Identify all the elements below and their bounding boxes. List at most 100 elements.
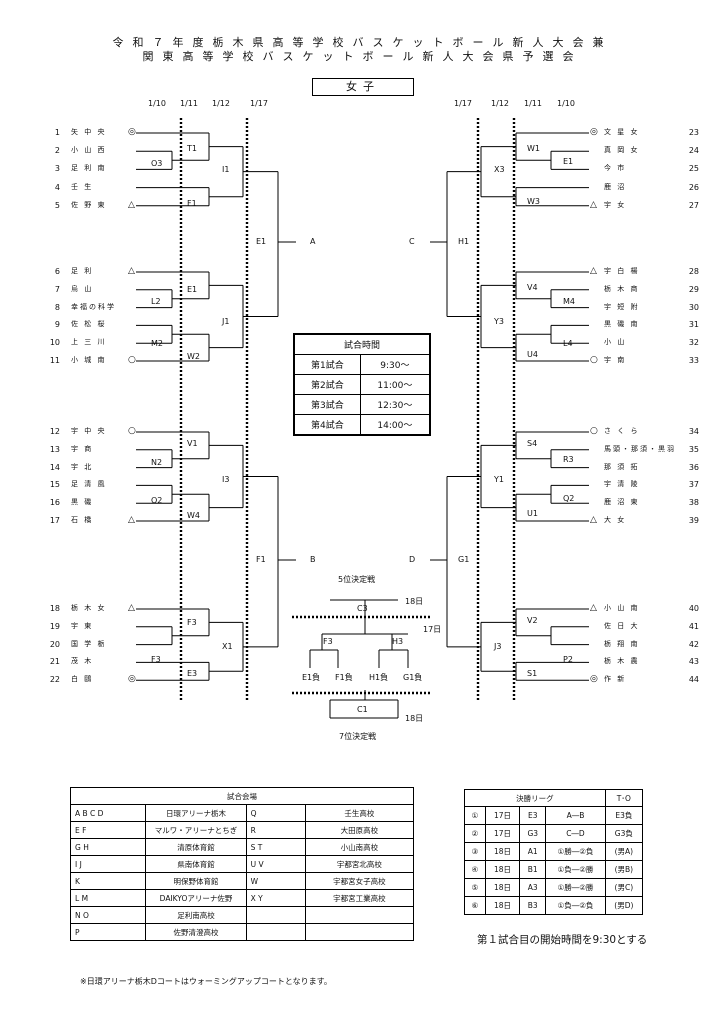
league-match: ①勝―②負 [545,842,606,861]
team-name: 足 利 [71,267,94,275]
venue-note: ※日環アリーナ栃木Dコートはウォーミングアップコートとなります。 [80,977,332,986]
date-18-b: 18日 [405,714,424,723]
league-note: 第１試合目の開始時間を9:30とする [477,934,648,946]
team-name: 作 新 [604,675,627,684]
team-name: 黒 磯 [71,498,94,507]
game-c3: C3 [357,604,368,613]
team-name: 大 女 [604,516,627,524]
team-number: 19 [49,621,60,631]
venue-name: 宇都宮女子高校 [304,872,415,890]
team-name: 栃 翔 南 [604,639,640,648]
team-number: 25 [688,164,699,174]
team-name: 小 山 西 [71,146,107,155]
game-label: E3 [187,669,198,678]
team-number: 27 [688,200,699,210]
seed-mark: ○ [128,355,136,365]
team-name: 栃 木 女 [71,604,107,612]
team-name: 国 学 栃 [71,639,107,648]
team-number: 24 [688,146,699,156]
team-name: 宇 白 楊 [604,267,640,275]
league-date: 18日 [484,896,521,915]
game-f3: F3 [323,637,333,646]
league-no: ④ [464,860,486,879]
venue-code: P [69,923,147,941]
game-label: I1 [222,165,230,174]
venue-name: 宇都宮北高校 [304,855,415,873]
game-label: O2 [151,496,163,505]
date-label-right: 1/11 [524,99,542,108]
schedule-game: 第4試合 [293,414,361,436]
team-name: 佐 松 桜 [71,320,107,329]
team-number: 20 [49,639,60,649]
seed-mark: ◎ [590,127,598,137]
team-name: 宇 商 [71,444,94,453]
team-number: 6 [54,267,60,276]
venue-code: G H [69,838,147,856]
game-label: F1 [256,555,266,564]
team-name: 鹿 沼 [604,182,627,191]
team-name: 石 橋 [71,516,94,524]
team-name: 黒 磯 南 [604,320,640,329]
team-number: 28 [688,267,699,276]
league-no: ③ [464,842,486,861]
game-label: J3 [494,642,502,651]
league-match: C―D [545,824,606,843]
seed-mark: ○ [128,426,136,436]
team-name: 上 三 川 [71,338,107,347]
league-match: ①負―②勝 [545,860,606,879]
venue-name: 足利南高校 [145,906,247,924]
league-to-cell: (男D) [604,896,644,915]
game-label: E1 [563,157,574,166]
date-label-right: 1/12 [491,99,509,108]
team-number: 9 [54,320,60,330]
date-label-right: 1/17 [454,99,472,108]
game-label: W4 [187,511,200,520]
team-name: 宇 南 [604,356,627,364]
game-label: W3 [527,197,540,206]
game-label: F3 [187,618,197,627]
venue-name: 明保野体育館 [145,872,247,890]
date-label-left: 1/11 [180,99,198,108]
team-name: 茂 木 [71,657,94,666]
team-name: 那 須 拓 [604,462,640,471]
team-number: 14 [49,462,60,472]
game-label: G1 [458,555,470,564]
team-name: 今 市 [604,164,627,173]
game-label: J1 [222,317,230,326]
league-no: ⑤ [464,878,486,897]
game-label: S1 [527,669,538,678]
schedule-time: 14:00〜 [359,414,431,436]
team-name: 真 岡 女 [604,146,640,155]
loser-f1: F1負 [335,673,353,682]
game-label: H1 [458,237,470,246]
game-label: F3 [151,655,161,664]
game-label: N2 [151,458,163,467]
league-no: ⑥ [464,896,486,915]
league-match: ①勝―②勝 [545,878,606,897]
venue-name: 壬生高校 [304,804,415,822]
team-number: 35 [688,444,699,454]
team-name: 宇 女 [604,200,627,209]
game-c1: C1 [357,705,368,714]
team-number: 15 [49,480,60,490]
schedule-title: 試合時間 [293,333,431,355]
seed-mark: △ [590,199,597,210]
team-name: 足 利 南 [71,164,107,173]
game-label: E1 [187,285,198,294]
slot-label: A [310,237,316,246]
league-to-cell: (男B) [604,860,644,879]
team-number: 8 [54,302,60,312]
date-label-left: 1/17 [250,99,268,108]
game-h3: H3 [392,637,404,646]
team-name: さ く ら [604,427,640,435]
team-number: 21 [49,657,60,667]
team-name: 小 山 南 [604,604,640,612]
venue-name: 大田原高校 [304,821,415,839]
title-line1: 令和７年度栃木県高等学校バスケットボール新人大会兼 [112,36,613,49]
game-label: I3 [222,475,230,484]
team-number: 10 [49,338,60,348]
team-name: 白 鷗 [71,675,94,684]
seed-mark: ○ [590,355,598,365]
